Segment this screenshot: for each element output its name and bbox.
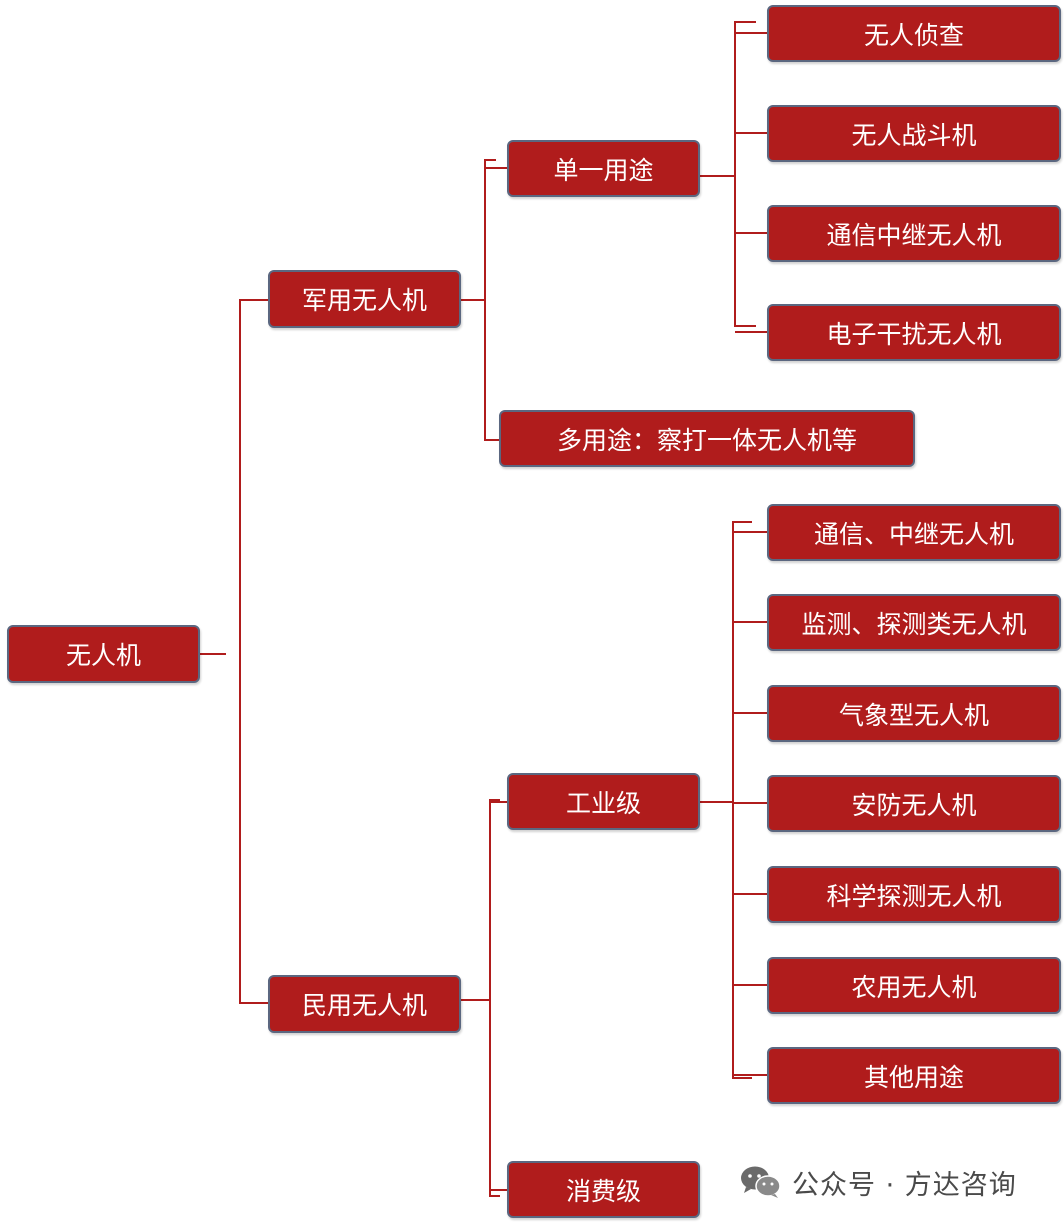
node-industrial-leaf: 农用无人机 — [767, 957, 1061, 1014]
node-industrial-leaf: 气象型无人机 — [767, 685, 1061, 742]
node-single-leaf: 电子干扰无人机 — [767, 304, 1061, 361]
node-industrial-leaf: 安防无人机 — [767, 775, 1061, 832]
node-industrial: 工业级 — [507, 773, 700, 830]
node-industrial-leaf: 科学探测无人机 — [767, 866, 1061, 923]
connector-root-bracket — [239, 299, 248, 1004]
node-single-leaf: 无人侦查 — [767, 5, 1061, 62]
node-single-use: 单一用途 — [507, 140, 700, 197]
node-consumer: 消费级 — [507, 1161, 700, 1218]
node-industrial-leaf: 通信、中继无人机 — [767, 504, 1061, 561]
node-single-leaf: 无人战斗机 — [767, 105, 1061, 162]
wechat-icon — [741, 1166, 781, 1198]
connector-military-bracket — [484, 159, 496, 441]
node-civil: 民用无人机 — [268, 975, 461, 1033]
node-industrial-leaf: 其他用途 — [767, 1047, 1061, 1104]
connector-single-bracket — [734, 21, 756, 327]
watermark-text: 公众号 · 方达咨询 — [792, 1169, 1017, 1201]
node-single-leaf: 通信中继无人机 — [767, 205, 1061, 262]
node-industrial-leaf: 监测、探测类无人机 — [767, 594, 1061, 651]
connector-civil-bracket — [489, 799, 500, 1197]
connector-industrial-bracket — [732, 521, 752, 1079]
watermark: 公众号 · 方达咨询 — [740, 1162, 1017, 1202]
node-multi-use: 多用途：察打一体无人机等 — [499, 410, 915, 467]
node-root: 无人机 — [7, 625, 200, 683]
node-military: 军用无人机 — [268, 270, 461, 328]
